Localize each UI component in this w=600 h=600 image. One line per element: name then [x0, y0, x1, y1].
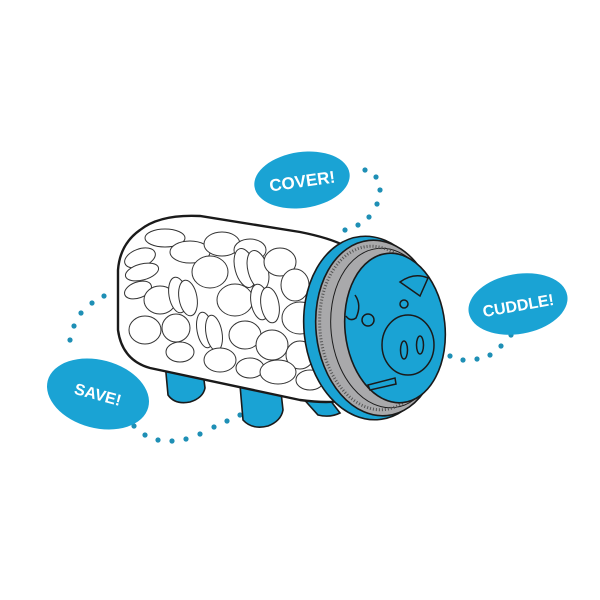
pig-eye-right	[399, 299, 409, 309]
pig-nostril-right	[415, 335, 425, 355]
dotted-path-save-bottom	[131, 412, 243, 444]
leg-front-right	[239, 384, 284, 428]
bubble-save: SAVE!	[47, 358, 149, 430]
pig-mouth	[366, 377, 397, 391]
bubble-cuddle: CUDDLE!	[468, 273, 568, 335]
pig-face	[345, 275, 435, 391]
pig-ear-left	[345, 294, 360, 321]
dotted-path-cover	[342, 167, 383, 233]
dotted-path-save-top	[67, 293, 107, 343]
bubble-cover: COVER!	[254, 151, 350, 209]
dotted-path-cuddle	[434, 332, 514, 363]
pig-eye	[361, 313, 375, 327]
pig-nostril-left	[399, 340, 409, 360]
pig-ear-right	[398, 275, 429, 298]
pig-snout	[381, 314, 435, 376]
